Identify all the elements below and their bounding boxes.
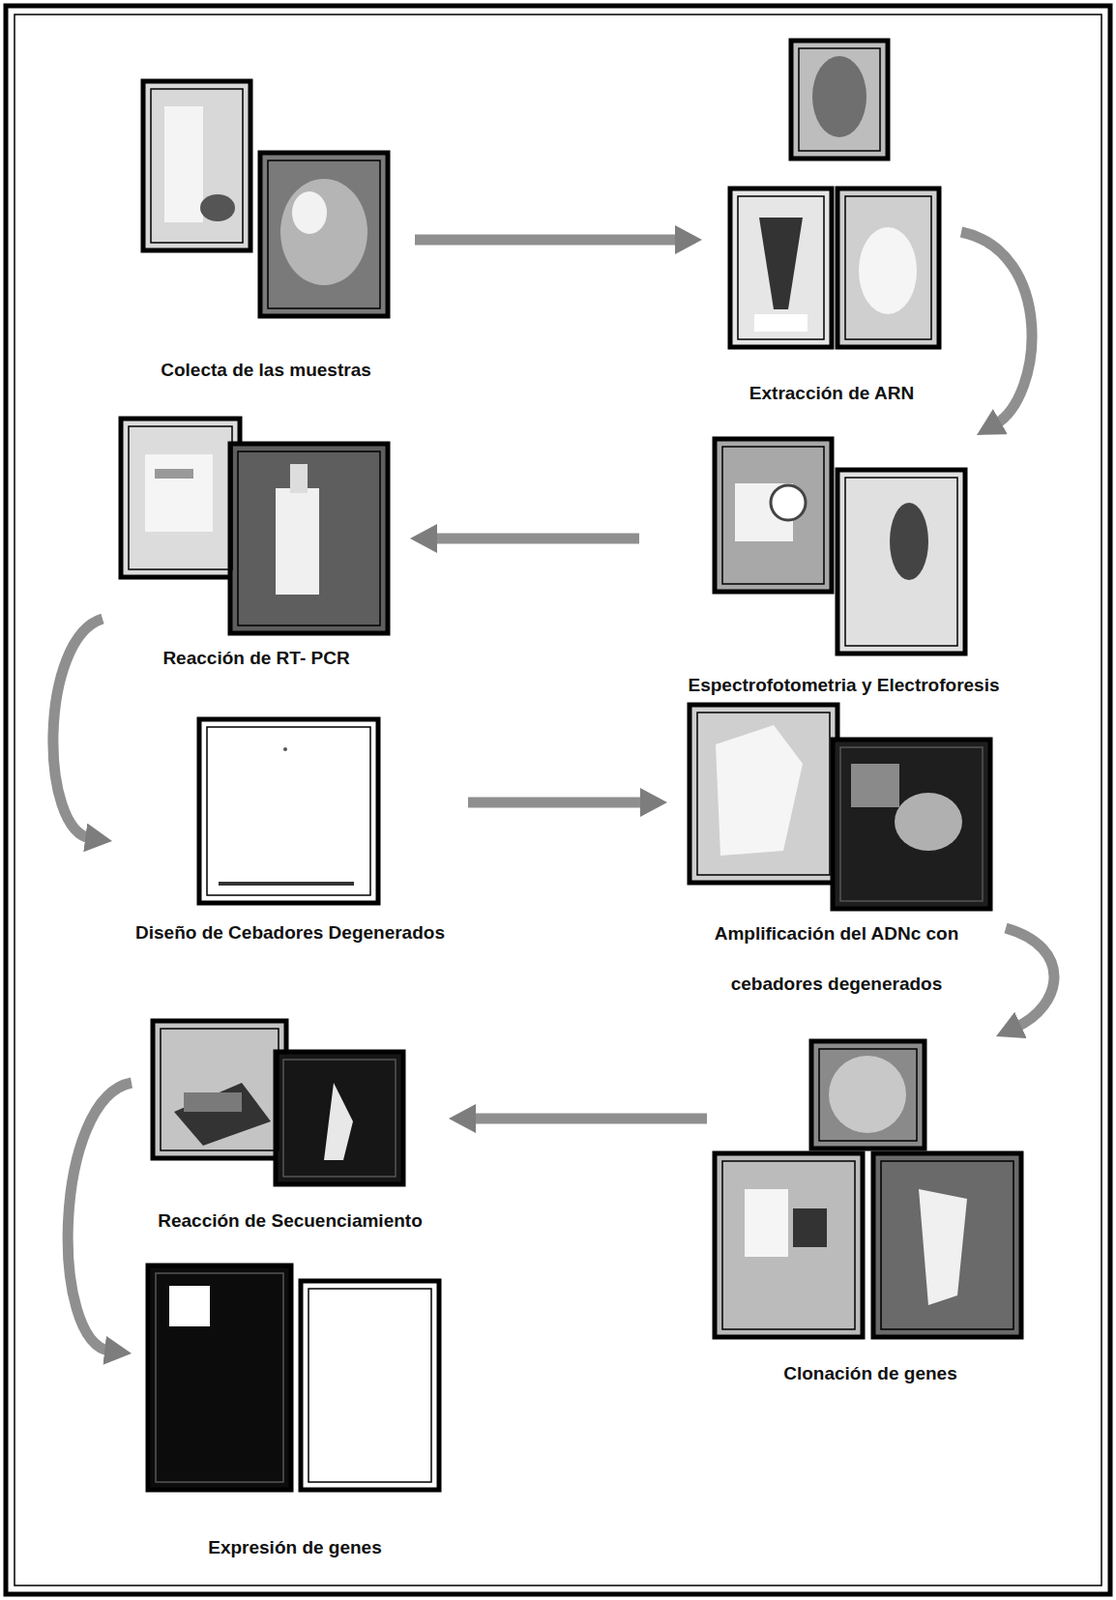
step-caption: Reacción de RT- PCR <box>102 646 411 672</box>
flow-arrow <box>53 618 103 839</box>
process-step: Reacción de RT- PCR <box>102 413 411 676</box>
step-caption: Reacción de Secuenciamiento <box>131 1208 449 1234</box>
process-step: Clonación de genes <box>706 1036 1034 1391</box>
flow-arrow <box>1005 928 1055 1028</box>
process-step: Reacción de Secuenciamiento <box>131 1015 449 1238</box>
process-step: Extracción de ARN <box>702 38 962 411</box>
flow-arrow <box>961 232 1032 425</box>
flow-arrow <box>468 797 647 809</box>
step-caption: Espectrofotometria y Electroforesis <box>639 673 1049 699</box>
process-step: Amplificación del ADNc con cebadores deg… <box>667 701 1006 1014</box>
step-caption: Colecta de las muestras <box>117 357 415 383</box>
step-caption: Diseño de Cebadores Degenerados <box>112 920 469 946</box>
process-step: Colecta de las muestras <box>117 77 415 387</box>
step-caption: Amplificación del ADNc con cebadores deg… <box>681 909 992 1010</box>
flow-arrow <box>469 1114 707 1125</box>
flow-arrow <box>414 234 681 246</box>
step-caption: Clonación de genes <box>706 1361 1034 1387</box>
process-step: Diseño de Cebadores Degenerados <box>112 715 469 950</box>
step-caption: Extracción de ARN <box>702 381 962 407</box>
process-step: Espectrofotometria y Electroforesis <box>639 435 1049 703</box>
step-caption: Expresión de genes <box>131 1535 459 1561</box>
flow-arrow <box>67 1083 132 1351</box>
flow-arrow <box>431 533 640 545</box>
process-step: Expresión de genes <box>131 1262 459 1565</box>
